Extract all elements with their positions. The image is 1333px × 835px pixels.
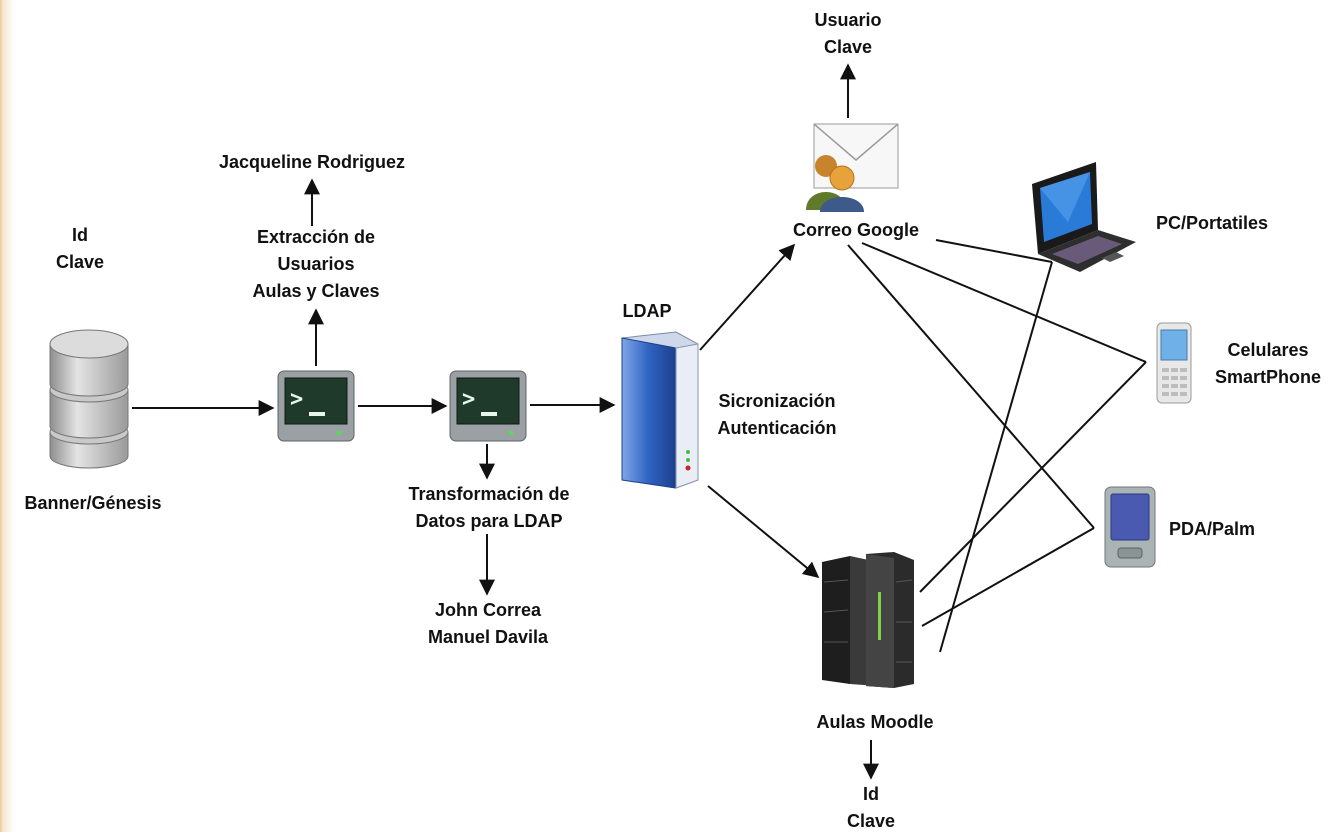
transform-caption-line-1: Transformación de (408, 484, 570, 504)
phone-label: Celulares SmartPhone (1215, 337, 1321, 391)
transform-caption: Transformación de Datos para LDAP (408, 481, 569, 535)
moodle-clave-label: Clave (846, 811, 896, 831)
extract-terminal-icon: > (277, 370, 355, 442)
ldap-note-line-2: Autenticación (717, 418, 837, 438)
moodle-id-label: Id (862, 784, 879, 804)
cellphone-icon (1156, 322, 1192, 404)
google-creds: Usuario Clave (814, 7, 881, 61)
banner-clave-label: Clave (55, 252, 105, 272)
extract-caption-line-3: Aulas y Claves (252, 281, 380, 301)
page-edge (0, 0, 14, 832)
ldap-note: Sicronización Autenticación (717, 388, 836, 442)
transform-owner-2: Manuel Davila (427, 627, 549, 647)
pda-icon (1104, 486, 1156, 568)
svg-text:>: > (290, 387, 303, 412)
transform-owners: John Correa Manuel Davila (428, 597, 548, 651)
ldap-label: LDAP (622, 301, 672, 321)
extract-caption-line-2: Usuarios (277, 254, 355, 274)
google-label: Correo Google (792, 220, 920, 240)
pc-label: PC/Portatiles (1156, 213, 1269, 233)
svg-text:>: > (462, 387, 475, 412)
phone-label-line-1: Celulares (1227, 340, 1309, 360)
arrow-ldap-to-moodle (707, 485, 820, 579)
google-usuario-label: Usuario (814, 10, 882, 30)
link-google-pc (935, 239, 1053, 263)
moodle-label: Aulas Moodle (816, 712, 934, 732)
transform-caption-line-2: Datos para LDAP (415, 511, 563, 531)
arrow-ldap-to-google (699, 243, 796, 351)
extract-caption-line-1: Extracción de (256, 227, 376, 247)
moodle-creds: Id Clave (847, 781, 895, 835)
mail-users-icon (806, 123, 899, 212)
extract-owner: Jacqueline Rodriguez (218, 152, 406, 172)
banner-label: Banner/Génesis (24, 493, 162, 513)
pda-label: PDA/Palm (1169, 519, 1256, 539)
link-google-phone (861, 242, 1147, 363)
banner-id-label: Id (71, 225, 88, 245)
laptop-icon (1032, 162, 1136, 272)
ldap-note-line-1: Sicronización (718, 391, 836, 411)
link-phone-moodle (919, 361, 1147, 593)
google-clave-label: Clave (823, 37, 873, 57)
link-pc-moodle (939, 261, 1053, 653)
extract-caption: Extracción de Usuarios Aulas y Claves (252, 224, 379, 305)
phone-label-line-2: SmartPhone (1214, 367, 1322, 387)
banner-creds: Id Clave (56, 222, 104, 276)
transform-owner-1: John Correa (434, 600, 542, 620)
database-icon (49, 329, 129, 469)
rack-server-icon (822, 552, 914, 688)
link-google-pda (847, 244, 1095, 529)
link-pda-moodle (921, 527, 1095, 627)
ldap-server-icon (621, 331, 699, 489)
transform-terminal-icon: > (449, 370, 527, 442)
